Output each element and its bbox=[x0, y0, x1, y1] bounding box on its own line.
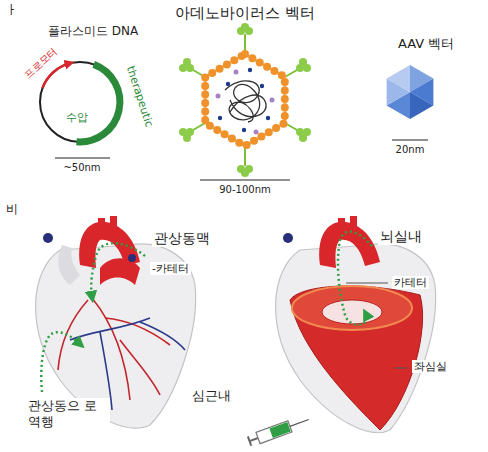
part-label: -카테터 bbox=[150, 262, 191, 275]
gene-part-label: 프로모터 bbox=[21, 44, 62, 82]
syringe bbox=[247, 414, 310, 447]
dimension: 20nm bbox=[394, 144, 427, 156]
part-label: 좌심실 bbox=[412, 360, 449, 373]
part-label: 카테터 bbox=[392, 276, 429, 289]
panel-letter: ㅏ bbox=[3, 2, 20, 18]
figure-label: 아데노바이러스 벡터 bbox=[173, 4, 317, 22]
figure-label: 플라스미드 DNA bbox=[46, 24, 140, 38]
dimension: ~50nm bbox=[61, 162, 102, 174]
route-label: 뇌실내 bbox=[378, 228, 424, 245]
gene-part-label: therapeutic bbox=[123, 63, 156, 131]
route-label: 관상동으 로 역행 bbox=[26, 398, 110, 429]
route-label: 심근내 bbox=[190, 388, 233, 404]
plasmid-drawing bbox=[40, 62, 120, 158]
figure-label: AAV 벡터 bbox=[396, 36, 456, 52]
route-label: 관상동맥 bbox=[152, 230, 212, 247]
aav-drawing bbox=[387, 65, 434, 140]
dimension: 90-100nm bbox=[217, 184, 273, 196]
heart-ventricle bbox=[276, 216, 436, 433]
panel-letter: 비 bbox=[4, 202, 20, 216]
gene-part-label: 수압 bbox=[64, 111, 90, 124]
heart-coronary bbox=[36, 216, 196, 428]
adenovirus-drawing bbox=[179, 23, 311, 180]
